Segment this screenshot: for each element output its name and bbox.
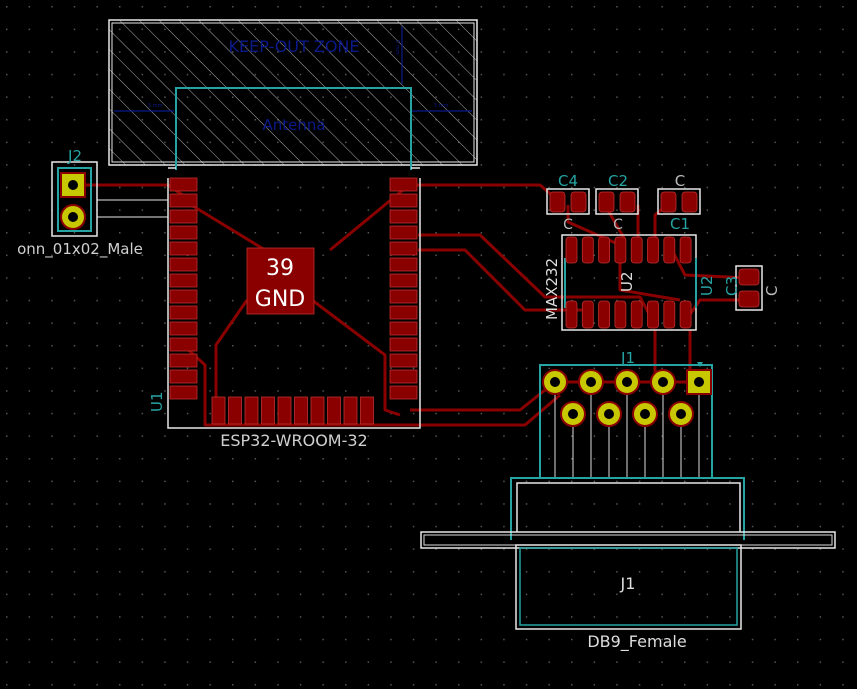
- u2-pad[interactable]: [598, 300, 610, 329]
- u2-pad[interactable]: [663, 236, 676, 264]
- u1-pad[interactable]: [169, 305, 198, 320]
- u2-pad[interactable]: [614, 236, 627, 264]
- capacitors[interactable]: C4 C C2 C C C1 C3 C: [546, 172, 781, 311]
- u1-pad[interactable]: [310, 396, 325, 425]
- keepout-title: KEEP-OUT ZONE: [228, 37, 359, 56]
- gnd-pad-number: 39: [266, 256, 294, 281]
- u2-pad[interactable]: [598, 236, 610, 264]
- c1-value: C: [675, 172, 685, 190]
- u1-pad[interactable]: [169, 289, 198, 304]
- j1-ref: J1: [620, 349, 635, 367]
- j1-value: DB9_Female: [587, 632, 686, 652]
- u1-pad[interactable]: [389, 177, 418, 192]
- u2-pad[interactable]: [565, 300, 578, 329]
- u2-pad[interactable]: [630, 236, 643, 264]
- keepout-zone[interactable]: KEEP-OUT ZONE Antenna 5 mm 5 mm 5 mm: [108, 19, 478, 166]
- u2-top-pads[interactable]: [565, 236, 692, 264]
- u2-pad[interactable]: [647, 300, 659, 329]
- u2-ref-courtyard: U2: [698, 275, 716, 296]
- u1-pad[interactable]: [169, 337, 198, 352]
- u1-pad[interactable]: [343, 396, 358, 425]
- u1-pad[interactable]: [360, 396, 374, 425]
- u2-pad[interactable]: [565, 236, 578, 264]
- dimension-top-label: 5 mm: [394, 40, 400, 55]
- u1-pad[interactable]: [169, 369, 198, 384]
- u1-pad[interactable]: [169, 209, 198, 224]
- u2-pad[interactable]: [630, 300, 643, 329]
- gnd-pad-39[interactable]: [246, 247, 315, 315]
- j2-ref: J2: [67, 147, 82, 165]
- c3-value: C: [763, 286, 781, 296]
- u2-pad[interactable]: [581, 300, 594, 329]
- u1-ref: U1: [148, 391, 166, 412]
- footprint-j1[interactable]: J1 J1 DB9_Female: [420, 349, 836, 652]
- u1-pad[interactable]: [389, 305, 418, 320]
- u1-left-pads[interactable]: [169, 177, 198, 400]
- j2-value: onn_01x02_Male: [17, 240, 143, 259]
- antenna-label: Antenna: [262, 116, 325, 134]
- u1-pad[interactable]: [389, 353, 418, 368]
- u2-pad[interactable]: [679, 236, 692, 264]
- u1-pad[interactable]: [169, 193, 198, 208]
- cap-c4[interactable]: C4 C: [546, 172, 590, 233]
- footprint-u2[interactable]: U2 U2 MAX232: [543, 234, 716, 331]
- u1-pad[interactable]: [389, 193, 418, 208]
- u1-bottom-pads[interactable]: [211, 396, 374, 425]
- u1-pad[interactable]: [389, 289, 418, 304]
- u1-pad[interactable]: [244, 396, 259, 425]
- u2-bottom-pads[interactable]: [565, 300, 692, 329]
- cap-c1[interactable]: C C1: [657, 172, 701, 233]
- cap-c3[interactable]: C3 C: [723, 265, 781, 311]
- u1-pad[interactable]: [169, 177, 198, 192]
- u1-pad[interactable]: [294, 396, 308, 425]
- u2-pad[interactable]: [647, 236, 659, 264]
- u1-pad[interactable]: [389, 225, 418, 240]
- u1-pad[interactable]: [169, 225, 198, 240]
- dimension-left-label: 5 mm: [148, 103, 163, 109]
- u1-pad[interactable]: [169, 353, 198, 368]
- u1-pad[interactable]: [261, 396, 275, 425]
- u1-pad[interactable]: [169, 385, 198, 400]
- j1-ref-body: J1: [620, 574, 636, 593]
- footprint-u1[interactable]: 39 GND U1 ESP32-WROOM-32: [148, 87, 421, 450]
- cap-c2[interactable]: C2 C: [595, 172, 639, 233]
- u1-pad[interactable]: [389, 369, 418, 384]
- u1-pad[interactable]: [389, 385, 418, 400]
- u2-pad[interactable]: [581, 236, 594, 264]
- c2-value: C: [613, 217, 623, 233]
- gnd-pad-net: GND: [255, 287, 305, 312]
- u1-pad[interactable]: [327, 396, 341, 425]
- u1-pad[interactable]: [389, 273, 418, 288]
- u2-pad[interactable]: [614, 300, 627, 329]
- u1-pad[interactable]: [228, 396, 242, 425]
- u2-pad[interactable]: [679, 300, 692, 329]
- c3-ref: C3: [723, 276, 741, 296]
- u1-pad[interactable]: [389, 321, 418, 336]
- u1-right-pads[interactable]: [389, 177, 418, 400]
- footprint-j2[interactable]: J2 onn_01x02_Male: [17, 147, 168, 259]
- u1-pad[interactable]: [277, 396, 292, 425]
- u2-ref: U2: [618, 271, 636, 292]
- u1-pad[interactable]: [169, 257, 198, 272]
- c1-ref: C1: [670, 215, 690, 233]
- dimension-right-label: 5 mm: [434, 103, 449, 109]
- u2-value: MAX232: [543, 258, 561, 320]
- c4-value: C: [563, 217, 573, 233]
- u1-pad[interactable]: [389, 337, 418, 352]
- u1-pad[interactable]: [211, 396, 226, 425]
- u1-value: ESP32-WROOM-32: [220, 431, 367, 450]
- u1-pad[interactable]: [169, 273, 198, 288]
- u1-pad[interactable]: [169, 321, 198, 336]
- u1-pad[interactable]: [389, 257, 418, 272]
- c4-ref: C4: [558, 172, 578, 190]
- c2-ref: C2: [608, 172, 628, 190]
- j1-pads[interactable]: [542, 369, 712, 427]
- u1-pad[interactable]: [389, 241, 418, 256]
- u1-pad[interactable]: [389, 209, 418, 224]
- u1-pad[interactable]: [169, 241, 198, 256]
- u2-pad[interactable]: [663, 300, 676, 329]
